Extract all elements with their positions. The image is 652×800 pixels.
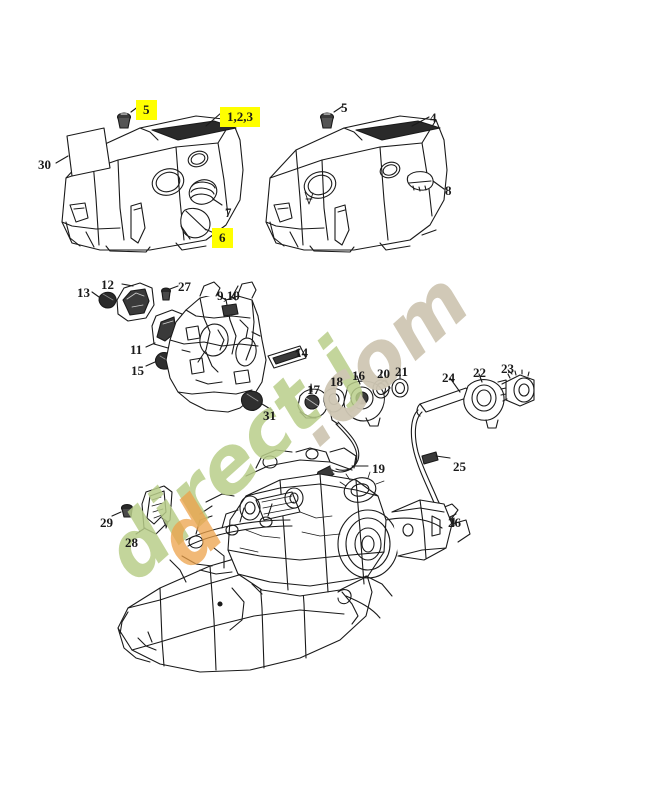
part-12: [116, 282, 155, 322]
callout-21: 21: [395, 364, 408, 379]
callout-17: 17: [307, 382, 320, 397]
callout-22: 22: [473, 365, 486, 380]
callout-29: 29: [100, 515, 113, 530]
callout-7: 7: [225, 205, 232, 220]
callout-24: 24: [442, 370, 455, 385]
callout-19: 19: [372, 461, 385, 476]
callout-30: 30: [38, 157, 51, 172]
part-14-plate: [267, 345, 307, 369]
part-20-ring: [372, 371, 390, 399]
part-23: [500, 369, 535, 407]
callout-12: 12: [101, 277, 114, 292]
callout-31: 31: [263, 408, 276, 423]
callout-27: 27: [178, 279, 191, 294]
callout-9-10: 9,10: [217, 288, 240, 303]
screw-5-right: [319, 105, 344, 129]
callout-4: 4: [430, 110, 437, 125]
callout-15: 15: [131, 363, 144, 378]
part-13: [91, 291, 117, 309]
callout-5: 5: [136, 100, 157, 120]
callout-28: 28: [125, 535, 138, 550]
part-8-cap: [406, 171, 445, 192]
callout-14: 14: [295, 345, 308, 360]
part-17: [297, 383, 329, 419]
callout-5: 5: [341, 100, 348, 115]
callout-1-2-3: 1,2,3: [220, 107, 260, 127]
callout-6: 6: [212, 228, 233, 248]
part-18: [323, 377, 345, 425]
leader-123: [205, 112, 222, 127]
part-28-bumper-spike: [135, 485, 173, 535]
callout-16: 16: [352, 368, 365, 383]
nameplate-30: [55, 127, 111, 177]
callout-26: 26: [448, 515, 461, 530]
part-6-cap: [180, 207, 215, 240]
saw-body-assembly: [117, 471, 471, 673]
callout-20: 20: [377, 366, 390, 381]
upper-engine-detail: [199, 447, 357, 515]
callout-11: 11: [130, 342, 143, 357]
right-top-cover: [265, 115, 448, 253]
part-29-screw: [111, 503, 134, 518]
part-21-ring: [391, 370, 409, 398]
callout-13: 13: [77, 285, 90, 300]
part-16: [343, 375, 391, 427]
callout-23: 23: [501, 361, 514, 376]
part-7-ring: [188, 179, 223, 206]
callout-25: 25: [453, 459, 466, 474]
callout-8: 8: [445, 183, 452, 198]
callout-18: 18: [330, 374, 343, 389]
chassis-housing-9-10: [165, 281, 267, 413]
leader-4: [411, 116, 430, 127]
part-31-nut: [240, 390, 273, 411]
part-27-screw: [160, 285, 179, 301]
